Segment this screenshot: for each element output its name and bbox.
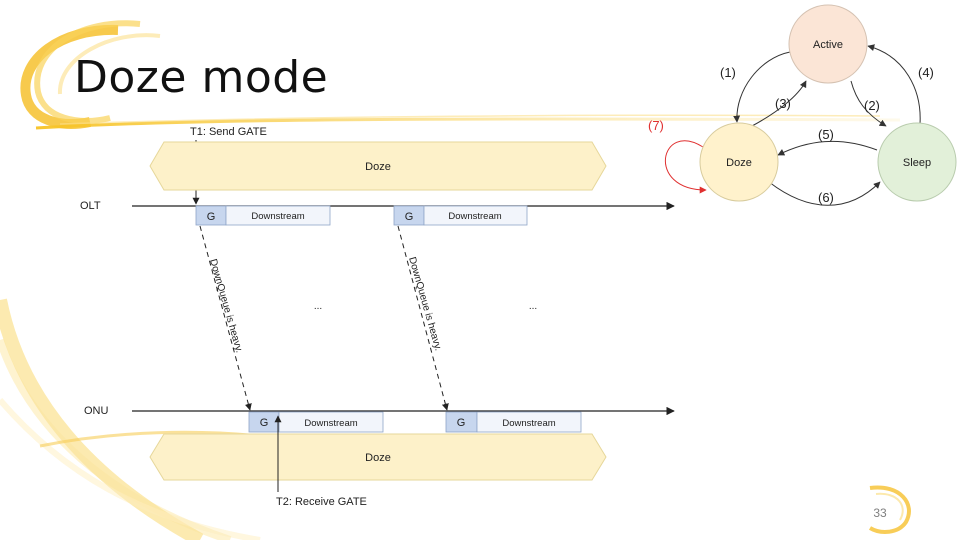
transition-4-arrow: [867, 44, 921, 125]
t2-label: T2: Receive GATE: [276, 496, 367, 508]
olt-label: OLT: [80, 200, 101, 212]
gate-propagation-1: [199, 225, 252, 411]
onu-gate-1-label: G: [260, 417, 269, 429]
olt-downstream-1-label: Downstream: [251, 211, 304, 222]
olt-downstream-1: [225, 205, 331, 226]
state-active-label: Active: [813, 39, 843, 51]
gate-propagation-2: [397, 225, 449, 411]
transition-1-label: (1): [720, 65, 736, 80]
doze-bar-bottom: [149, 433, 607, 481]
olt-downstream-2-label: Downstream: [448, 211, 501, 222]
state-sleep: [877, 122, 957, 202]
olt-downstream-2: [423, 205, 528, 226]
state-doze-label: Doze: [726, 157, 752, 169]
transition-5-label: (5): [818, 127, 834, 142]
title-swirl: [20, 20, 901, 130]
transition-6-label: (6): [818, 190, 834, 205]
transition-3-label: (3): [775, 96, 791, 111]
olt-gate-2-label: G: [405, 211, 414, 223]
olt-gate-1-label: G: [207, 211, 216, 223]
page-number-swirl: [868, 485, 911, 534]
transition-4-label: (4): [918, 65, 934, 80]
onu-downstream-1-label: Downstream: [304, 418, 357, 429]
transition-5-arrow: [777, 140, 878, 156]
transition-7-self-loop: [665, 140, 707, 194]
page-number: 33: [873, 506, 887, 520]
transition-2-label: (2): [864, 98, 880, 113]
transition-6-arrow: [768, 181, 881, 206]
doze-bar-top: [149, 141, 607, 191]
transition-3-arrow: [751, 80, 807, 127]
t1-label: T1: Send GATE: [190, 126, 267, 138]
onu-gate-2-label: G: [457, 417, 466, 429]
onu-downstream-2-label: Downstream: [502, 418, 555, 429]
doze-bottom-label: Doze: [365, 452, 391, 464]
transition-1-arrow: [733, 51, 791, 123]
state-active: [788, 4, 868, 84]
ellipsis-2: ...: [529, 301, 537, 312]
state-sleep-label: Sleep: [903, 157, 931, 169]
ellipsis-1: ...: [314, 301, 322, 312]
onu-label: ONU: [84, 405, 109, 417]
doze-top-label: Doze: [365, 161, 391, 173]
transition-7-label: (7): [648, 118, 664, 133]
state-doze: [699, 122, 779, 202]
slide-title: Doze mode: [74, 52, 329, 103]
onu-downstream-2: [476, 411, 582, 433]
transition-2-arrow: [850, 80, 887, 127]
